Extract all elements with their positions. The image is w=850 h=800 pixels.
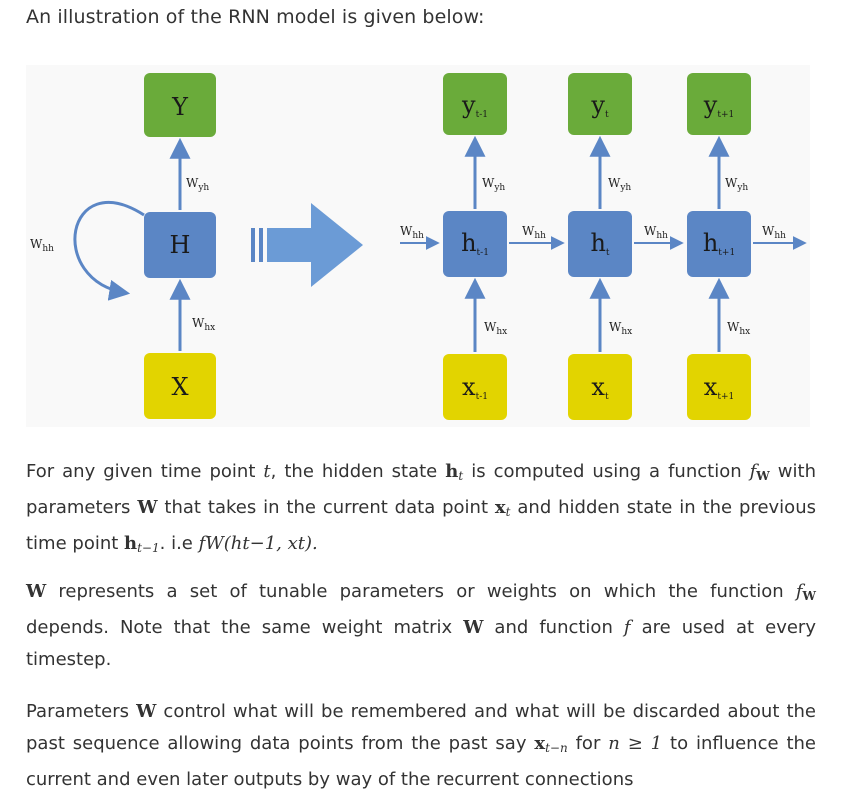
unfolded-input-label: xt-1 [462, 373, 488, 402]
folded-input-label: X [171, 373, 188, 401]
p1-var-W: W [137, 497, 158, 518]
unfold-bar-1 [251, 228, 255, 262]
p2-var-W: W [26, 581, 47, 602]
p2-var-W: W [463, 617, 484, 638]
folded-input-box [144, 353, 216, 419]
unfolded-hidden-label: ht+1 [703, 229, 735, 258]
folded-whh-label: Whh [30, 237, 54, 254]
p1-var-h: h [445, 461, 459, 482]
folded-hidden-box [144, 212, 216, 278]
unfold-arrow [267, 203, 363, 287]
p1-sub: W [756, 469, 770, 483]
p3-var-x: x [534, 733, 546, 754]
p1-var-x: x [494, 497, 506, 518]
unfolded-output-label: yt+1 [703, 91, 734, 120]
unfolded-whx-label: Whx [727, 320, 750, 337]
p2-text: and function [483, 617, 624, 638]
unfolded-wyh-label: Wyh [608, 176, 631, 193]
unfolded-whx-label: Whx [609, 320, 632, 337]
unfolded-step-1: yt ht xt Wyh Whx [568, 73, 632, 420]
p1-sub: t−1 [137, 541, 160, 555]
unfolded-input-label: xt+1 [704, 373, 734, 402]
hh-label-2: Whh [644, 224, 668, 241]
p3-condition: n ≥ 1 [608, 733, 663, 754]
p1-text: For any given time point [26, 461, 264, 482]
p2-text: depends. Note that the same weight matri… [26, 617, 464, 638]
p3-text: for [567, 733, 609, 754]
p3-text: to influence the current and even later … [26, 733, 816, 790]
rnn-diagram: Y H X Wyh Whx Whh yt-1 ht-1 xt-1 [26, 65, 810, 427]
p1-text: that takes in the current data point [157, 497, 495, 518]
unfolded-output-label: yt-1 [461, 91, 488, 120]
p1-var-f: f [749, 461, 757, 482]
unfolded-output-box [687, 73, 751, 135]
unfolded-output-label: yt [590, 91, 609, 120]
p3-text: control what will be remembered and what… [26, 701, 817, 754]
p1-text: is computed using a function [463, 461, 750, 482]
paragraph-hidden-state: For any given time point t, the hidden s… [26, 456, 816, 564]
p1-expression: fW(ht−1, xt). [198, 533, 318, 554]
p1-var-h: h [124, 533, 138, 554]
folded-output-label: Y [171, 93, 189, 121]
unfolded-step-2: yt+1 ht+1 xt+1 Wyh Whx [687, 73, 751, 420]
unfolded-step-0: yt-1 ht-1 xt-1 Wyh Whx [443, 73, 507, 420]
unfolded-input-box [568, 354, 632, 420]
unfolded-hidden-label: ht-1 [461, 229, 489, 258]
p1-sub: t [458, 469, 464, 483]
unfolded-hidden-box [568, 211, 632, 277]
unfolded-hidden-box [443, 211, 507, 277]
unfolded-whx-label: Whx [484, 320, 507, 337]
hh-label-1: Whh [522, 224, 546, 241]
p1-text: . i.e [159, 533, 199, 554]
folded-output-box [144, 73, 216, 137]
p2-sub: W [802, 589, 816, 603]
unfolded-hidden-label: ht [590, 229, 609, 258]
unfolded-input-label: xt [591, 373, 609, 402]
p1-text: and hidden state in the previous time po… [26, 497, 816, 554]
p1-sub: t [505, 505, 511, 519]
folded-hidden-label: H [170, 231, 191, 259]
p2-var-f: f [795, 581, 803, 602]
p2-text: are used at every timestep. [26, 617, 816, 670]
unfolded-hidden-box [687, 211, 751, 277]
folded-whx-label: Whx [192, 316, 215, 333]
p3-text: Parameters [26, 701, 137, 722]
unfolded-input-box [443, 354, 507, 420]
unfolded-wyh-label: Wyh [725, 176, 748, 193]
intro-text: An illustration of the RNN model is give… [26, 6, 485, 28]
folded-wyh-label: Wyh [186, 176, 209, 193]
unfold-bar-2 [259, 228, 263, 262]
rnn-diagram-svg: Y H X Wyh Whx Whh yt-1 ht-1 xt-1 [30, 73, 807, 420]
p1-text: , the hidden state [270, 461, 446, 482]
p1-var-t: t [263, 461, 271, 482]
folded-recurrent-loop [73, 201, 145, 301]
unfolded-wyh-label: Wyh [482, 176, 505, 193]
p3-var-W: W [136, 701, 157, 722]
hh-label-0: Whh [400, 224, 424, 241]
unfolded-output-box [443, 73, 507, 135]
paragraph-weights: W represents a set of tunable parameters… [26, 576, 816, 676]
p2-text: represents a set of tunable parameters o… [46, 581, 796, 602]
p1-text: with parameters [26, 461, 816, 518]
p3-sub: t−n [545, 741, 568, 755]
paragraph-memory: Parameters W control what will be rememb… [26, 696, 816, 796]
hh-label-3: Whh [762, 224, 786, 241]
unfolded-output-box [568, 73, 632, 135]
p2-var-f: f [623, 617, 631, 638]
unfolded-input-box [687, 354, 751, 420]
